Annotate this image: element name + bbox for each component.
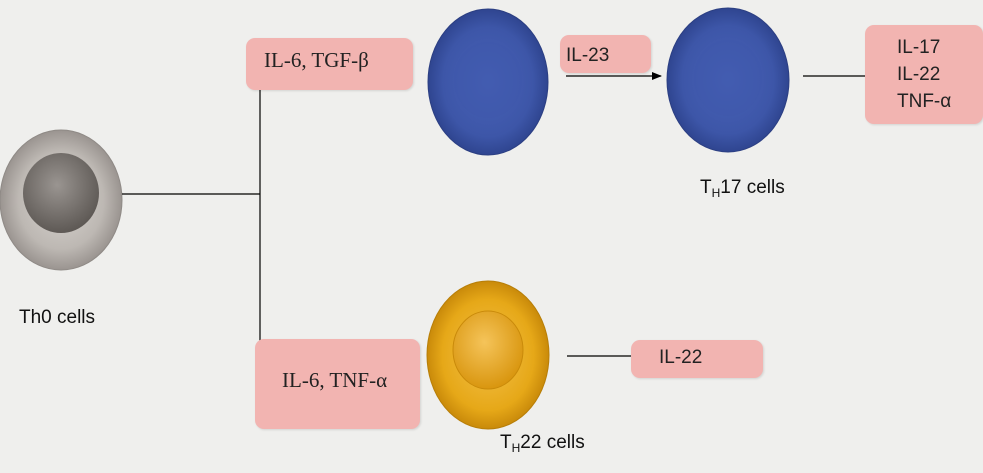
il23-label: IL-23 [566, 45, 610, 66]
branch-lines [122, 76, 416, 372]
th17-cell-icon [666, 7, 790, 153]
th0-cells-label: Th0 cells [19, 307, 96, 328]
th17-precursor-cell-icon [427, 8, 549, 156]
th0-cell-icon [0, 129, 123, 271]
th22-cells-label: TH22 cells [500, 432, 585, 455]
th22-output-label: IL-22 [659, 347, 703, 368]
upper-input-box: IL-6, TGF-β [246, 38, 413, 90]
th17-output-2: IL-22 [897, 64, 941, 85]
th22-cell-icon [426, 280, 550, 430]
lower-input-label: IL-6, TNF-α [282, 368, 388, 392]
th17-output-3: TNF-α [897, 91, 952, 112]
lower-input-box: IL-6, TNF-α [255, 339, 420, 429]
il23-box: IL-23 [560, 35, 651, 73]
th17-outputs-box: IL-17 IL-22 TNF-α [865, 25, 983, 124]
th17-cells-label: TH17 cells [700, 177, 785, 200]
th17-output-1: IL-17 [897, 37, 941, 58]
upper-input-label: IL-6, TGF-β [264, 48, 369, 72]
th22-output-box: IL-22 [631, 340, 763, 378]
